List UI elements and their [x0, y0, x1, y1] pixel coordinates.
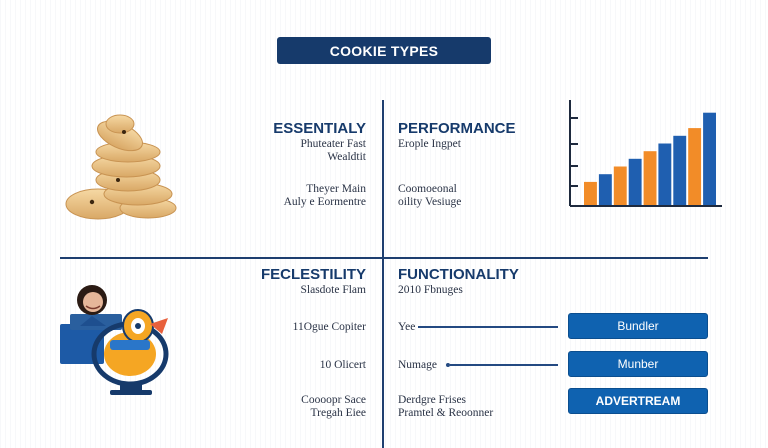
heading-performance: PERFORMANCE — [398, 120, 516, 137]
br-row-3b: Pramtel & Reoonner — [398, 407, 494, 419]
heading-feclestility: FECLESTILITY — [261, 266, 366, 283]
bl-line-1: Slasdote Flam — [300, 284, 367, 296]
chart-bar — [643, 151, 657, 205]
bundler-button[interactable]: Bundler — [568, 313, 708, 339]
page-title: COOKIE TYPES — [277, 37, 491, 64]
advertream-button[interactable]: ADVERTREAM — [568, 388, 708, 414]
tl-line-3: Theyer Main — [306, 183, 366, 195]
chart-bar — [628, 158, 642, 205]
chart-bar — [688, 128, 702, 205]
connector-line-2 — [450, 364, 558, 366]
bl-row-3b: Tregah Eiee — [310, 407, 366, 419]
br-line-1: 2010 Fbnuges — [398, 284, 463, 296]
chart-bar — [673, 135, 687, 205]
connector-line-1 — [418, 326, 558, 328]
heading-essentialy: ESSENTIALY — [273, 120, 366, 137]
chart-bar — [703, 112, 716, 205]
person-robot-illustration — [60, 285, 169, 395]
br-row-3a: Derdgre Frises — [398, 394, 467, 406]
chart-bar — [584, 181, 597, 205]
tr-line-3: oility Vesiuge — [398, 196, 462, 208]
horizontal-divider — [60, 257, 708, 259]
munber-button[interactable]: Munber — [568, 351, 708, 377]
br-row-1: Yee — [398, 321, 416, 333]
tl-line-4: Auly e Eormentre — [283, 196, 366, 208]
tr-line-1: Erople Ingpet — [398, 138, 461, 150]
bar-chart — [569, 100, 722, 207]
heading-functionality: FUNCTIONALITY — [398, 266, 519, 283]
bl-row-3a: Coooopr Sace — [301, 394, 366, 406]
tl-line-2: Wealdtit — [327, 151, 366, 163]
vertical-divider — [382, 100, 384, 448]
bl-row-2: 10 Olicert — [319, 359, 366, 371]
tr-line-2: Coomoeonal — [398, 183, 457, 195]
chart-bar — [598, 174, 612, 205]
chart-bar — [658, 143, 672, 205]
chart-bar — [613, 166, 627, 205]
br-row-2: Numage — [398, 359, 437, 371]
bl-row-1: 11Ogue Copiter — [292, 321, 366, 333]
connector-dot — [446, 363, 450, 367]
cookie-stack-illustration — [65, 114, 177, 220]
tl-line-1: Phuteater Fast — [300, 138, 366, 150]
